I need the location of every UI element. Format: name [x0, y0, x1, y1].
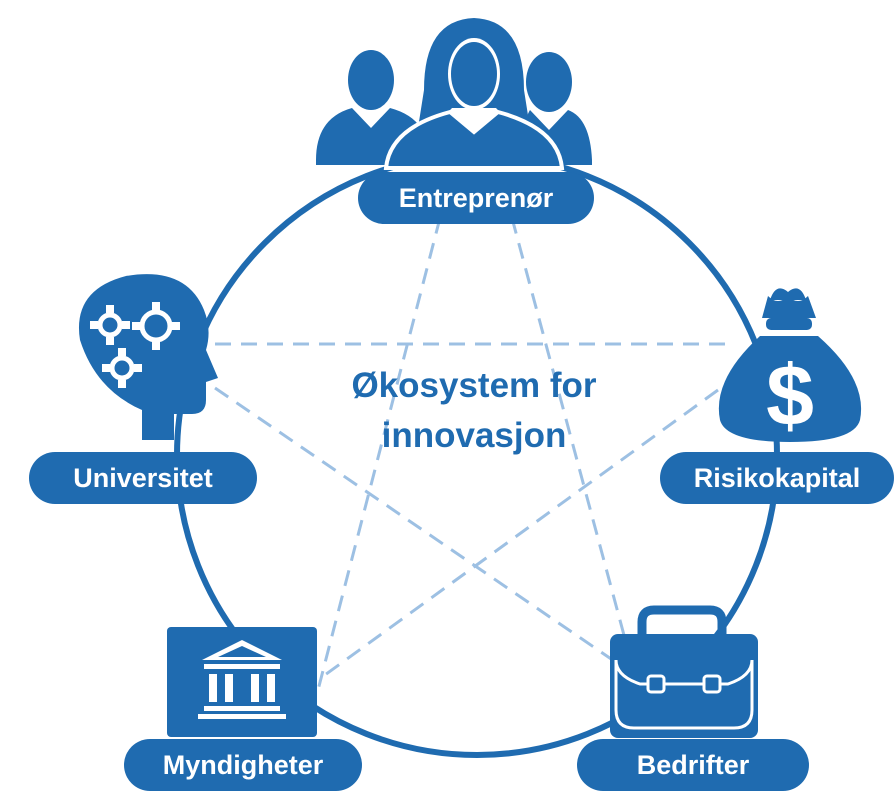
briefcase-icon: [610, 605, 758, 738]
government-building-icon: [198, 640, 286, 719]
center-title-line2: innovasjon: [382, 416, 567, 455]
connection-lines: [214, 217, 735, 691]
money-bag-icon: [718, 288, 862, 442]
connection-venture-government: [317, 388, 719, 682]
label-government: Myndigheter: [163, 750, 324, 780]
center-title-line1: Økosystem for: [351, 366, 596, 405]
label-pill-university: [29, 452, 257, 504]
label-venture-capital: Risikokapital: [694, 463, 861, 493]
head-gears-icon: [78, 274, 218, 440]
label-entrepreneur: Entreprenør: [399, 183, 554, 213]
label-companies: Bedrifter: [637, 750, 750, 780]
label-pill-companies: [577, 739, 809, 791]
label-pill-venture-capital: [660, 452, 894, 504]
label-pill-government: [124, 739, 362, 791]
dollar-sign: $: [766, 348, 814, 444]
label-university: Universitet: [73, 463, 213, 493]
connection-entrepreneur-government: [316, 217, 442, 691]
label-pill-entrepreneur: [358, 172, 594, 224]
people-group-icon: [316, 18, 592, 170]
connection-university-companies: [214, 386, 621, 667]
